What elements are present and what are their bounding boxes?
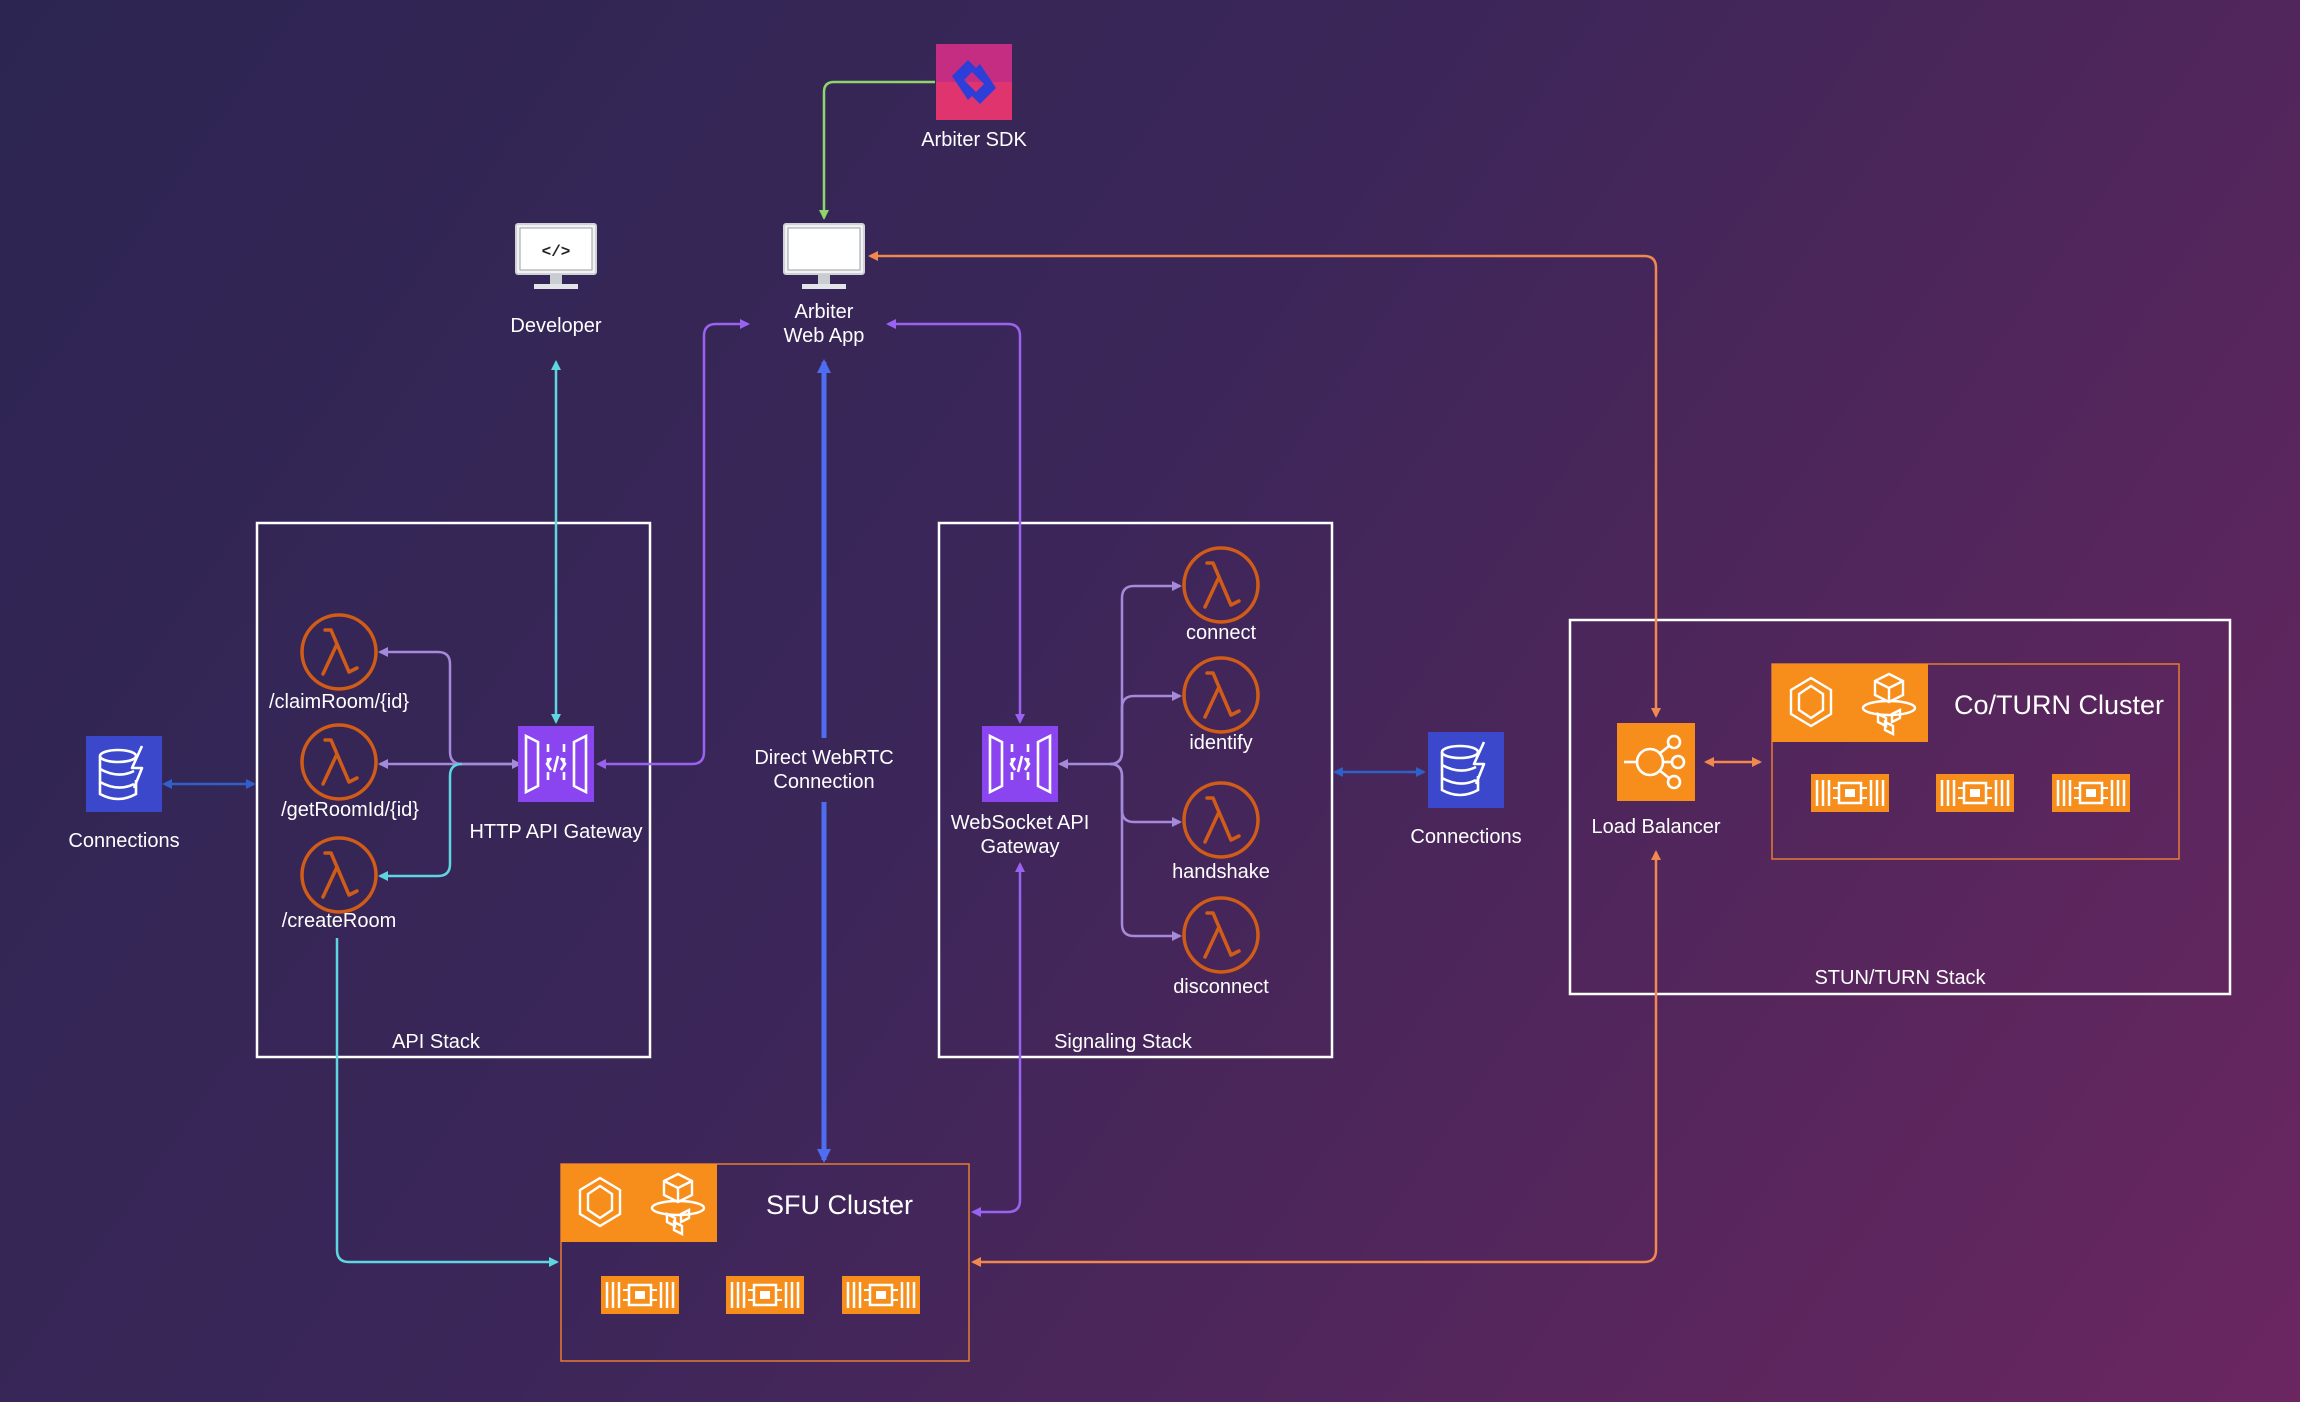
edge-sdk-webapp [819, 80, 935, 220]
lambda-getroomid-icon [300, 723, 378, 801]
svg-text:</>: </> [542, 243, 571, 261]
connections-left-dynamodb-icon [84, 734, 164, 814]
sfu-container-icon-2 [724, 1274, 806, 1316]
websocket-api-gateway-icon [980, 724, 1060, 804]
api-stack-label: API Stack [392, 1031, 480, 1053]
sfu-cluster-box [560, 1163, 970, 1362]
http-api-gateway-icon [516, 724, 596, 804]
edge-ws-gateway-sfu [971, 862, 1025, 1217]
lambda-handshake-label: handshake [1172, 861, 1270, 883]
coturn-container-icon-3 [2050, 772, 2132, 814]
stun-turn-stack-label: STUN/TURN Stack [1814, 967, 1986, 989]
lambda-connect-icon [1182, 546, 1260, 624]
lambda-getroomid-label: /getRoomId/{id} [281, 799, 419, 821]
lambda-connect-label: connect [1185, 622, 1257, 644]
connections-right-label: Connections [1410, 826, 1522, 848]
edge-webapp-http-gateway [596, 319, 750, 769]
coturn-cluster-box [1771, 663, 2180, 860]
coturn-container-icon-1 [1809, 772, 1891, 814]
coturn-ecs-fargate-icon [1770, 662, 1930, 744]
load-balancer-label: Load Balancer [1591, 816, 1721, 838]
lambda-handshake-icon [1182, 781, 1260, 859]
direct-webrtc-label: Direct WebRTC Connection [754, 747, 894, 793]
edge-lb-sfu [971, 850, 1661, 1267]
edge-create-sfu [335, 938, 559, 1267]
lambda-disconnect-icon [1182, 896, 1260, 974]
edge-ws-disconnect [1109, 762, 1182, 941]
load-balancer-icon [1617, 723, 1695, 801]
sfu-cluster-title: SFU Cluster [766, 1190, 914, 1220]
http-gateway-label: HTTP API Gateway [469, 821, 643, 843]
lambda-createroom-label: /createRoom [281, 910, 397, 932]
edge-gateway-create [378, 762, 463, 881]
edge-ws-identify [1109, 691, 1182, 766]
coturn-cluster-title: Co/TURN Cluster [1954, 690, 2165, 720]
sfu-ecs-fargate-icon [559, 1162, 719, 1244]
sfu-container-icon-1 [599, 1274, 681, 1316]
api-stack-box [255, 521, 652, 1059]
sfu-container-icon-3 [840, 1274, 922, 1316]
web-app-label: Arbiter Web App [783, 301, 865, 347]
signaling-stack-label: Signaling Stack [1054, 1031, 1192, 1053]
lambda-identify-label: identify [1189, 732, 1253, 754]
developer-label: Developer [510, 315, 602, 337]
connections-left-label: Connections [68, 830, 180, 852]
edge-ws-connect [1058, 581, 1182, 769]
developer-monitor-icon: </> [515, 223, 597, 290]
lambda-identify-icon [1182, 656, 1260, 734]
connections-right-dynamodb-icon [1426, 730, 1506, 810]
stun-turn-stack-box [1568, 618, 2232, 996]
lambda-claimroom-icon [300, 613, 378, 691]
lambda-createroom-icon [300, 836, 378, 914]
edge-webapp-lb [868, 251, 1661, 718]
web-app-monitor-icon [783, 223, 865, 290]
lambda-disconnect-label: disconnect [1173, 976, 1269, 998]
coturn-container-icon-2 [1934, 772, 2016, 814]
lambda-claimroom-label: /claimRoom/{id} [268, 691, 410, 713]
ws-gateway-label: WebSocket API Gateway [950, 812, 1090, 858]
arbiter-sdk-logo-icon [936, 44, 1012, 120]
arbiter-sdk-label: Arbiter SDK [921, 129, 1027, 151]
